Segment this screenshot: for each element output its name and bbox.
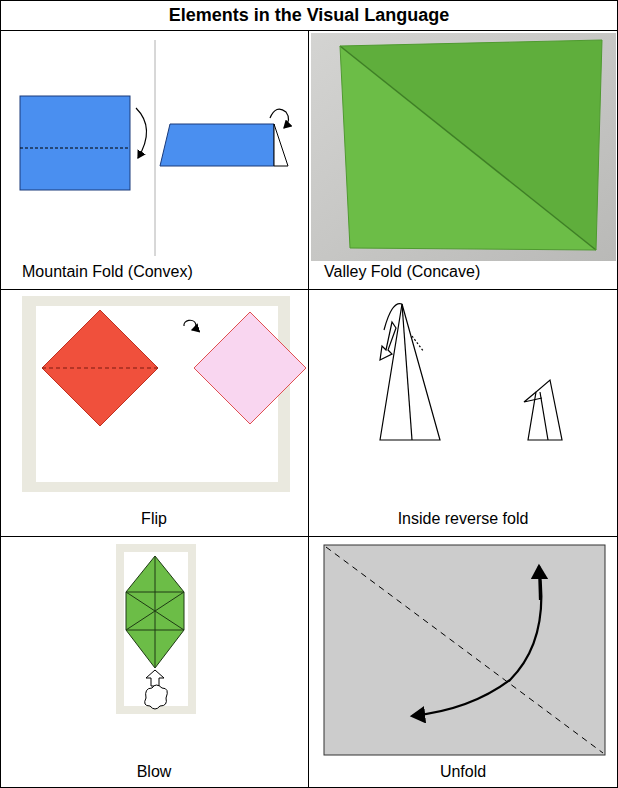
cell-caption: Mountain Fold (Convex): [22, 262, 304, 282]
cell-caption: Blow: [1, 762, 307, 782]
unfold-figure: [324, 545, 605, 755]
mountain-fold-figure: [20, 40, 289, 256]
inside-reverse-fold-figure: [380, 304, 562, 440]
cell-caption: Unfold: [309, 762, 617, 782]
flip-figure: [22, 296, 306, 492]
valley-fold-photo: [311, 33, 616, 261]
cell-caption: Inside reverse fold: [309, 509, 617, 529]
table-title: Elements in the Visual Language: [0, 5, 618, 26]
blow-figure: [116, 544, 196, 714]
cell-caption: Valley Fold (Concave): [324, 262, 614, 282]
cell-caption: Flip: [1, 509, 307, 529]
